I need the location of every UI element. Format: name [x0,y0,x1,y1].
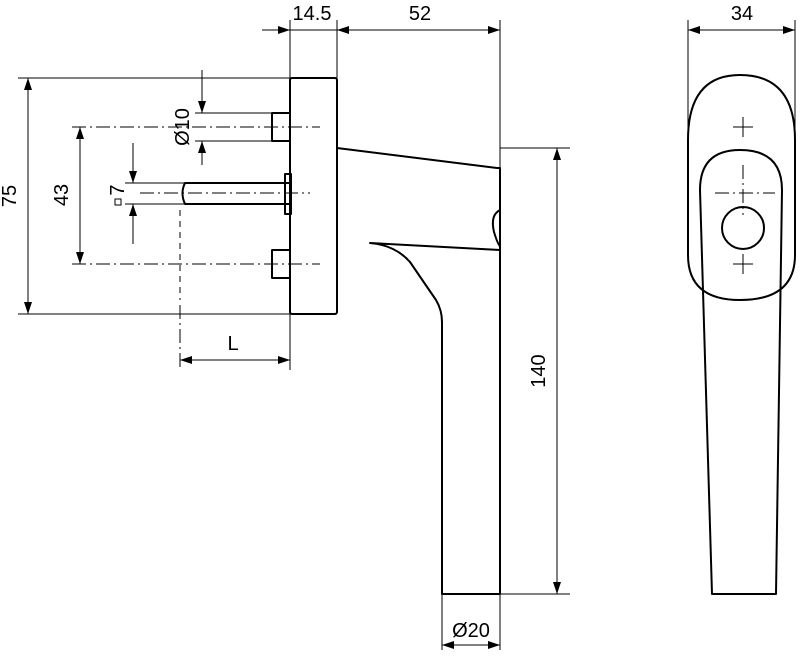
rose-plate [289,77,338,315]
side-view [18,20,570,650]
front-view [687,20,796,595]
dim-spindle-square: 7 [107,184,129,195]
spindle-collar [284,173,292,215]
lock-button [491,209,501,247]
front-handle-outline [699,149,783,595]
handle-body [336,147,501,595]
dim-rose-thickness: 14.5 [293,3,332,25]
dimensions: 14.5 52 34 75 43 7 Ø10 [0,3,795,649]
dim-handle-offset: 52 [409,3,431,25]
dim-spindle-length: L [227,333,238,355]
dim-handle-length: 140 [528,354,550,387]
dim-rose-height: 75 [0,185,21,207]
dim-screw-spacing: 43 [51,184,73,206]
front-rose-outline [687,74,796,301]
dim-front-width: 34 [731,3,753,25]
dim-grip-diameter: Ø20 [452,620,490,642]
dim-screw-diameter: Ø10 [172,108,194,146]
